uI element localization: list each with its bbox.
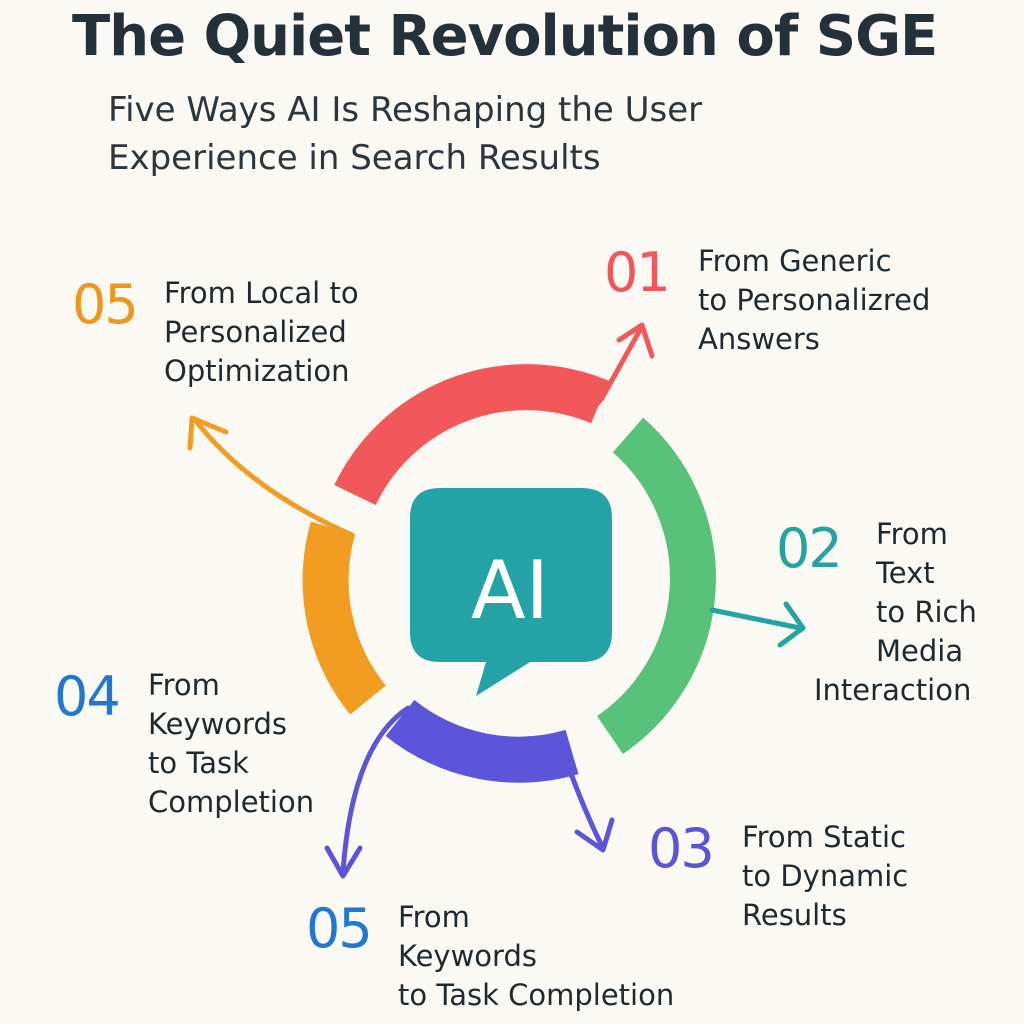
speech-bubble-icon: [410, 488, 612, 696]
item-label-line: to Rich: [876, 595, 977, 629]
ring-segment-green: [596, 417, 716, 754]
item-number: 02: [776, 517, 843, 580]
item-label: From Generic to Personalizred Answers: [698, 244, 931, 356]
item-number: 05: [306, 897, 373, 960]
item-number: 05: [72, 273, 139, 336]
arrow-to-02: [709, 601, 806, 648]
page-title: The Quiet Revolution of SGE: [72, 4, 938, 69]
item-number: 01: [604, 241, 671, 304]
item-label: From Local to Personalized Optimization: [164, 276, 359, 388]
item-label-line: Interaction: [814, 673, 972, 707]
ring-segment-orange: [302, 521, 387, 715]
arrow-to-04-05: [324, 705, 411, 879]
item-label-line: From: [876, 517, 948, 551]
item-label: From Keywords to Task Completion: [398, 900, 675, 1012]
item-number: 04: [54, 665, 121, 728]
arrow-to-03: [563, 757, 615, 853]
ai-label: AI: [471, 544, 549, 637]
arrow-to-01: [582, 322, 655, 421]
item-label: From Keywords to Task Completion: [148, 668, 315, 819]
ring-segment-red: [334, 364, 609, 506]
ring-segment-purple: [385, 699, 579, 783]
item-label-line: Media: [876, 634, 964, 668]
arrow-to-local: [187, 415, 355, 538]
item-number: 03: [648, 817, 715, 880]
page-subtitle: Five Ways AI Is Reshaping the User Exper…: [108, 90, 703, 178]
item-label-line: Text: [876, 556, 935, 590]
item-label: From Static to Dynamic Results: [742, 820, 909, 932]
